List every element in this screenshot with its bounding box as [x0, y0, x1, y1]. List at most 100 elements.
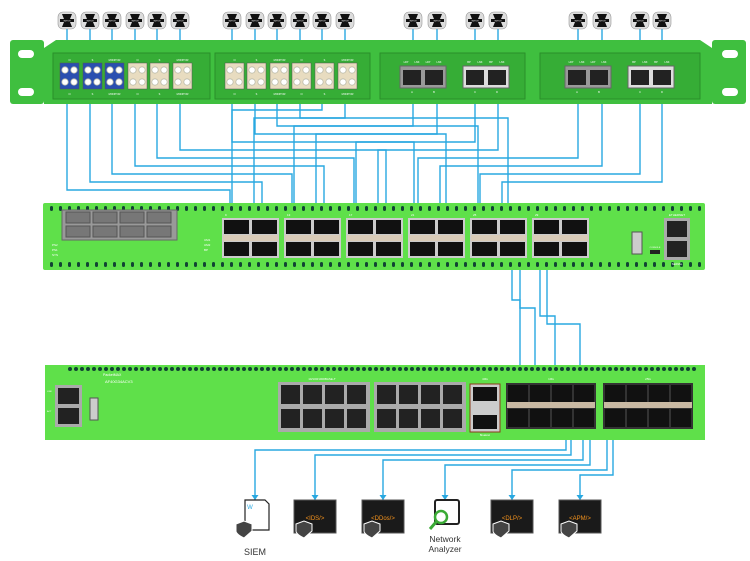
vent-hole	[563, 206, 566, 211]
shield-icon	[363, 520, 381, 539]
vent-hole	[419, 262, 422, 267]
sfp-port	[574, 385, 594, 403]
vent-hole	[176, 367, 180, 371]
switch-arrows-icon	[657, 14, 667, 27]
cassette-body	[127, 62, 148, 90]
qsfp-port	[286, 220, 311, 234]
fiber-adapter	[65, 225, 91, 238]
vent-hole	[674, 367, 678, 371]
arrow-head	[508, 495, 516, 500]
vent-hole	[455, 206, 458, 211]
port-label-strip	[604, 402, 692, 408]
cassette-body	[172, 62, 193, 90]
vent-hole	[248, 262, 251, 267]
vent-hole	[686, 367, 690, 371]
lc-connector	[316, 78, 324, 86]
cassette-body	[314, 62, 335, 90]
lc-connector	[106, 66, 114, 74]
rj45-port	[325, 409, 344, 428]
cassette-label: S	[159, 59, 161, 62]
vent-hole	[203, 262, 206, 267]
vent-hole	[230, 367, 234, 371]
vent-hole	[320, 367, 324, 371]
switch-arrows-icon	[175, 14, 185, 27]
sfp-port	[627, 385, 647, 403]
vent-hole	[221, 206, 224, 211]
qsfp-port	[534, 220, 559, 234]
vent-hole	[224, 367, 228, 371]
cassette-label: N	[234, 93, 236, 96]
lc-connector	[271, 66, 279, 74]
qsfp-port	[500, 242, 525, 256]
bypass-label: LFP	[591, 60, 596, 64]
cassette-body	[82, 62, 103, 90]
vent-hole	[653, 262, 656, 267]
sfp-port	[671, 385, 691, 403]
vent-hole	[416, 367, 420, 371]
network-switch-icon: SWITCH	[403, 11, 423, 30]
qsfp-port	[438, 220, 463, 234]
switch-icon-label: SWITCH	[341, 20, 349, 22]
vent-hole	[392, 367, 396, 371]
vent-hole	[482, 206, 485, 211]
cable	[299, 96, 509, 242]
fiber-tap-cassette: NN	[59, 59, 80, 96]
arrow-head	[379, 495, 387, 500]
fiber-tap-cassette: NN	[291, 59, 312, 96]
magnifier-icon	[433, 509, 449, 525]
vent-hole	[320, 262, 323, 267]
vent-hole	[464, 206, 467, 211]
vent-hole	[248, 206, 251, 211]
vent-hole	[518, 206, 521, 211]
qsfp-port	[252, 220, 277, 234]
vent-hole	[344, 367, 348, 371]
vent-hole	[437, 206, 440, 211]
lc-connector	[348, 78, 356, 86]
vent-hole	[596, 367, 600, 371]
vent-hole	[464, 367, 468, 371]
vent-hole	[386, 367, 390, 371]
switch-icon-label: SWITCH	[296, 20, 304, 22]
vent-hole	[536, 206, 539, 211]
lc-connector	[325, 78, 333, 86]
tool-apm: <APM/>	[558, 499, 602, 539]
bypass-label: BP	[467, 60, 471, 64]
fiber-adapter	[146, 211, 172, 224]
fiber-adapter	[92, 211, 118, 224]
vent-hole	[350, 367, 354, 371]
qsfp-port	[252, 242, 277, 256]
vent-hole	[473, 262, 476, 267]
rj45-port	[421, 385, 440, 404]
lc-connector	[248, 78, 256, 86]
vent-hole	[302, 262, 305, 267]
vent-hole	[122, 262, 125, 267]
vent-hole	[302, 206, 305, 211]
console-port	[650, 250, 660, 254]
tap-module-4	[539, 52, 701, 100]
switch-arrows-icon	[493, 14, 503, 27]
vent-hole	[656, 367, 660, 371]
vent-hole	[527, 206, 530, 211]
vent-hole	[581, 262, 584, 267]
network-switch-icon: SWITCH	[80, 11, 100, 30]
vent-hole	[638, 367, 642, 371]
switch-label-bar	[571, 19, 585, 22]
switch-label-bar	[491, 19, 505, 22]
qsfp-port	[224, 242, 249, 256]
vent-hole	[329, 206, 332, 211]
lc-connector	[115, 66, 123, 74]
vent-hole	[440, 367, 444, 371]
switch-label-bar	[655, 19, 669, 22]
vent-hole	[320, 206, 323, 211]
vent-hole	[284, 367, 288, 371]
network-switch-icon: SWITCH	[245, 11, 265, 30]
vent-hole	[500, 206, 503, 211]
lc-connector	[70, 78, 78, 86]
switch-label-bar	[150, 19, 164, 22]
network-switch-icon: SWITCH	[335, 11, 355, 30]
vent-hole	[401, 206, 404, 211]
vent-hole	[590, 262, 593, 267]
switch-icon-label: SWITCH	[318, 20, 326, 22]
shield-icon	[560, 520, 578, 539]
